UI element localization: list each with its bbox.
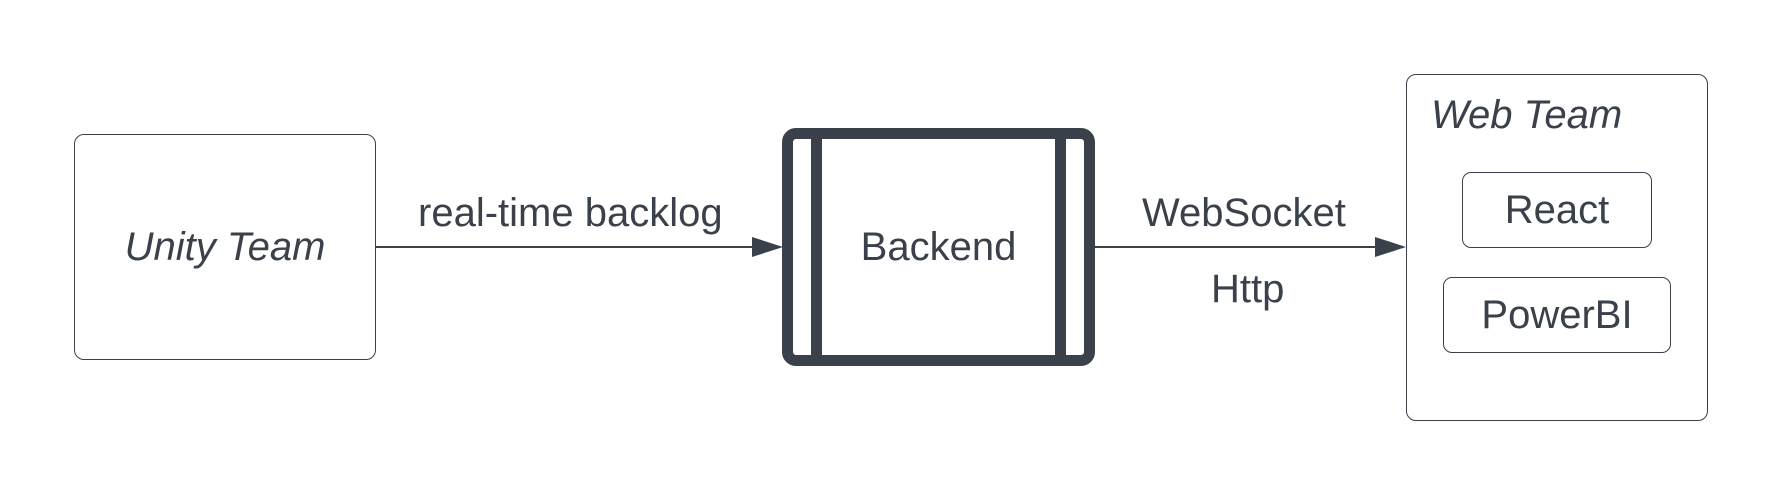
arrowhead-icon bbox=[752, 237, 783, 257]
edge-unity-to-backend bbox=[376, 237, 783, 257]
powerbi-label: PowerBI bbox=[1481, 293, 1633, 337]
backend-node[interactable]: Backend bbox=[782, 128, 1095, 366]
edge-label-real-time-backlog: real-time backlog bbox=[418, 191, 723, 235]
web-team-label: Web Team bbox=[1431, 93, 1623, 137]
edge-backend-to-web bbox=[1093, 237, 1406, 257]
react-node[interactable]: React bbox=[1462, 172, 1652, 248]
backend-label: Backend bbox=[860, 225, 1017, 269]
powerbi-node[interactable]: PowerBI bbox=[1443, 277, 1671, 353]
unity-team-node[interactable]: Unity Team bbox=[74, 134, 376, 360]
react-label: React bbox=[1504, 188, 1610, 232]
web-team-container[interactable]: Web Team React PowerBI bbox=[1406, 74, 1708, 421]
edge-label-http: Http bbox=[1211, 267, 1285, 311]
backend-right-bar bbox=[1055, 139, 1066, 355]
backend-left-bar bbox=[811, 139, 822, 355]
arrowhead-icon bbox=[1375, 237, 1406, 257]
edge-label-websocket: WebSocket bbox=[1142, 191, 1346, 235]
unity-team-label: Unity Team bbox=[124, 225, 326, 269]
